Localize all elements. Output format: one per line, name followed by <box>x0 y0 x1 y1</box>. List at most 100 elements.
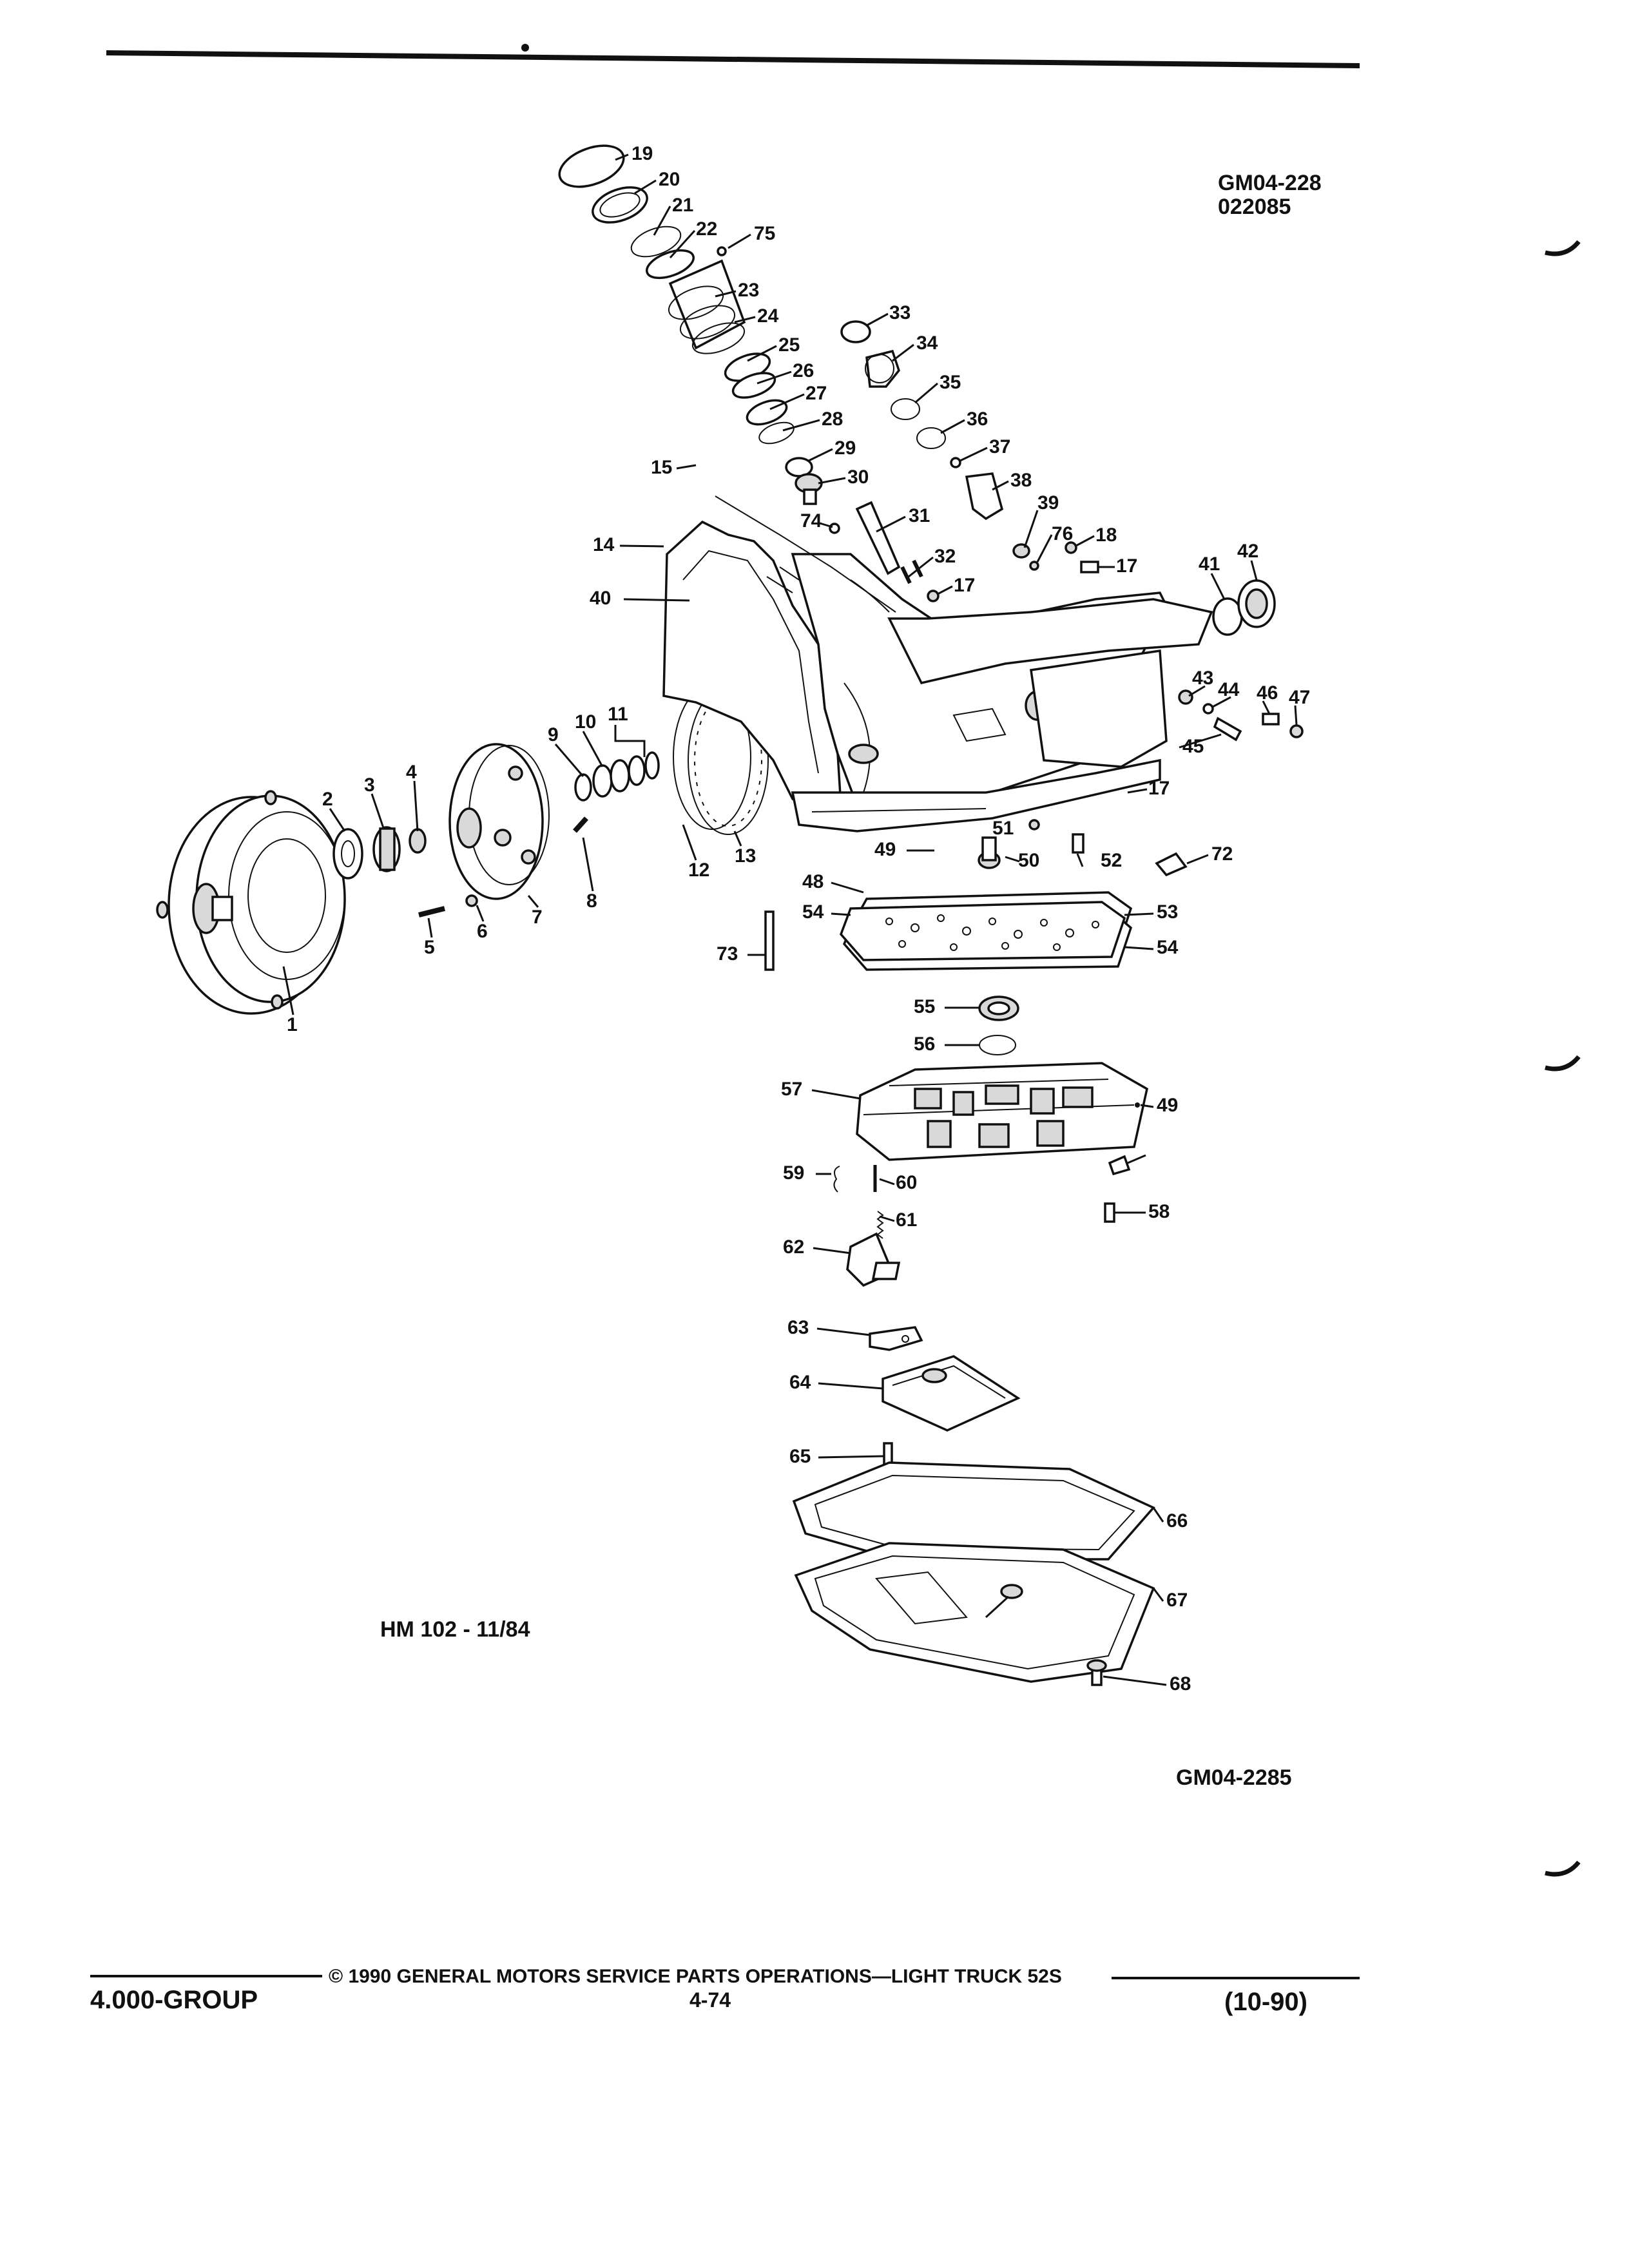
callout-73: 75 <box>754 223 775 244</box>
callout-30: 29 <box>834 437 856 459</box>
callout-60: 59 <box>783 1162 804 1184</box>
callout-34: 33 <box>889 302 911 323</box>
callout-22: 21 <box>672 195 693 216</box>
callout-29: 28 <box>822 408 843 430</box>
ref-code-1: GM04-228 <box>1218 171 1322 195</box>
callout-33: 32 <box>934 546 956 567</box>
callout-62: 61 <box>896 1209 917 1231</box>
callout-70: 72 <box>1211 843 1233 865</box>
callout-48: 47 <box>1289 687 1310 708</box>
callout-3: 3 <box>364 774 375 796</box>
footer: © 1990 GENERAL MOTORS SERVICE PARTS OPER… <box>90 1966 1360 2016</box>
callout-42: 41 <box>1199 553 1220 575</box>
callout-59: 58 <box>1148 1201 1170 1222</box>
callout-56: 55 <box>914 996 935 1017</box>
modulator-group <box>840 320 1039 571</box>
callout-43: 42 <box>1237 541 1258 562</box>
callout-6: 6 <box>477 921 488 942</box>
callout-labels: 19 20 21 22 75 23 24 25 26 27 28 29 30 3… <box>287 143 1310 1695</box>
callout-7: 7 <box>532 907 543 928</box>
callout-69: 68 <box>1170 1673 1191 1695</box>
top-rule <box>106 50 1360 68</box>
callout-58: 57 <box>781 1079 802 1100</box>
callout-49b: 49 <box>1157 1095 1178 1116</box>
callout-41: 40 <box>590 588 611 609</box>
callout-15: 15 <box>651 457 672 478</box>
callout-25: 24 <box>757 305 779 327</box>
callout-68: 67 <box>1166 1590 1188 1611</box>
callout-23: 22 <box>696 218 717 240</box>
callout-53: 52 <box>1101 850 1122 871</box>
valve-body-stack <box>833 819 1148 1287</box>
callout-4: 4 <box>406 762 417 783</box>
callout-1: 1 <box>287 1014 298 1035</box>
callout-5: 5 <box>424 937 435 958</box>
callout-46: 45 <box>1182 736 1204 757</box>
callout-38: 37 <box>989 436 1010 457</box>
callout-57: 56 <box>914 1033 935 1055</box>
callout-54a: 53 <box>1157 901 1178 923</box>
governor-stack <box>558 144 923 613</box>
callout-17b: 17 <box>1148 778 1170 799</box>
callout-39: 38 <box>1010 470 1032 491</box>
ref-code-2: 022085 <box>1218 195 1291 219</box>
callout-20: 19 <box>631 143 653 164</box>
callout-36: 35 <box>940 372 961 393</box>
margin-mark-1 <box>1545 240 1581 256</box>
punch-mark <box>521 44 529 52</box>
extension-parts <box>927 541 1304 742</box>
illustration-ref: HM 102 - 11/84 <box>380 1617 530 1642</box>
callout-72: 74 <box>800 510 822 532</box>
callout-52: 51 <box>992 818 1014 839</box>
callout-14: 14 <box>593 534 615 555</box>
callout-13: 13 <box>735 845 756 867</box>
callout-55: 54 <box>802 901 824 923</box>
torque-converter <box>156 790 346 1015</box>
callout-18: 17 <box>1116 555 1137 577</box>
callout-54b: 54 <box>1157 937 1179 958</box>
footer-date: (10-90) <box>1224 1988 1307 2016</box>
callout-17a: 17 <box>954 575 975 596</box>
callout-67: 66 <box>1166 1510 1188 1532</box>
callout-31: 30 <box>847 466 869 488</box>
filter-and-oil-pan <box>792 1326 1155 1686</box>
callout-49a: 48 <box>802 871 824 892</box>
misc-pins <box>764 852 1188 971</box>
callout-47: 46 <box>1257 682 1278 704</box>
callout-11: 11 <box>608 704 628 725</box>
callout-71: 73 <box>717 943 738 965</box>
margin-mark-3 <box>1545 1860 1581 1877</box>
footer-page-number: 4-74 <box>689 1988 731 2012</box>
transmission-case <box>662 520 1213 832</box>
callout-19: 18 <box>1095 524 1117 546</box>
callout-45: 44 <box>1218 679 1240 700</box>
callout-37: 36 <box>967 408 988 430</box>
callout-64: 63 <box>787 1317 809 1338</box>
callout-61: 60 <box>896 1172 917 1193</box>
callout-2: 2 <box>322 789 333 810</box>
footer-group: 4.000-GROUP <box>90 1986 258 2014</box>
margin-mark-2 <box>1545 1055 1581 1072</box>
front-pump-parts <box>333 743 660 918</box>
footer-copyright: © 1990 GENERAL MOTORS SERVICE PARTS OPER… <box>329 1966 1062 1987</box>
callout-74: 76 <box>1052 523 1073 544</box>
callout-27: 26 <box>793 360 814 381</box>
callout-10: 10 <box>575 711 596 733</box>
callout-35: 34 <box>916 332 938 354</box>
figure-code: GM04-2285 <box>1176 1765 1292 1790</box>
callout-44: 43 <box>1192 668 1213 689</box>
callout-28: 27 <box>805 383 827 404</box>
callout-51: 50 <box>1018 850 1039 871</box>
callout-8: 8 <box>586 890 597 912</box>
callout-32: 31 <box>909 505 930 526</box>
callout-50: 49 <box>874 839 896 860</box>
callout-65: 64 <box>789 1372 811 1393</box>
callout-40: 39 <box>1037 492 1059 514</box>
callout-66: 65 <box>789 1446 811 1467</box>
callout-9: 9 <box>548 724 559 745</box>
callout-24: 23 <box>738 280 759 301</box>
callout-12: 12 <box>688 860 709 881</box>
callout-63: 62 <box>783 1236 804 1258</box>
